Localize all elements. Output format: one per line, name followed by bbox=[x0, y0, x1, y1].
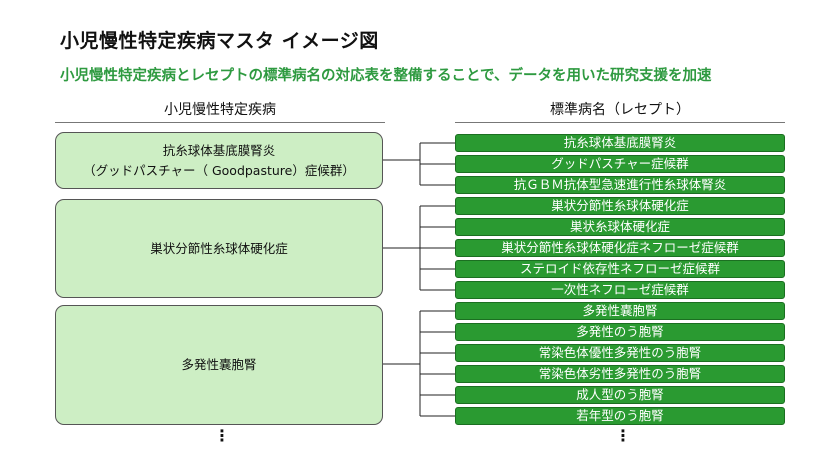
disease-box-polycystic-kidney: 多発性嚢胞腎 bbox=[55, 305, 383, 425]
standard-name-box: 常染色体優性多発性のう胞腎 bbox=[455, 344, 785, 362]
standard-name-box: 多発性のう胞腎 bbox=[455, 323, 785, 341]
disease-box-fsgs: 巣状分節性糸球体硬化症 bbox=[55, 199, 383, 298]
column-header-disease: 小児慢性特定疾病 bbox=[164, 102, 276, 118]
standard-name-box: ステロイド依存性ネフローゼ症候群 bbox=[455, 260, 785, 278]
standard-name-box: 巣状分節性糸球体硬化症ネフローゼ症候群 bbox=[455, 239, 785, 257]
standard-name-box: グッドパスチャー症候群 bbox=[455, 155, 785, 173]
header-divider-left bbox=[55, 122, 385, 123]
standard-name-box: 成人型のう胞腎 bbox=[455, 386, 785, 404]
standard-name-box: 巣状糸球体硬化症 bbox=[455, 218, 785, 236]
standard-name-box: 多発性嚢胞腎 bbox=[455, 302, 785, 320]
more-names-ellipsis: ⋮ bbox=[615, 426, 631, 445]
more-diseases-ellipsis: ⋮ bbox=[214, 426, 230, 445]
page-subtitle: 小児慢性特定疾病とレセプトの標準病名の対応表を整備することで、データを用いた研究… bbox=[60, 68, 712, 84]
standard-name-box: 抗糸球体基底膜腎炎 bbox=[455, 134, 785, 152]
standard-name-box: 常染色体劣性多発性のう胞腎 bbox=[455, 365, 785, 383]
standard-name-box: 巣状分節性糸球体硬化症 bbox=[455, 197, 785, 215]
standard-name-box: 一次性ネフローゼ症候群 bbox=[455, 281, 785, 299]
standard-name-box: 抗ＧＢＭ抗体型急速進行性糸球体腎炎 bbox=[455, 176, 785, 194]
standard-name-box: 若年型のう胞腎 bbox=[455, 407, 785, 425]
disease-box-goodpasture: 抗糸球体基底膜腎炎 （グッドパスチャー（ Goodpasture）症候群） bbox=[55, 132, 383, 189]
page-title: 小児慢性特定疾病マスタ イメージ図 bbox=[60, 30, 379, 52]
column-header-standard-name: 標準病名（レセプト） bbox=[550, 102, 690, 118]
header-divider-right bbox=[455, 122, 785, 123]
